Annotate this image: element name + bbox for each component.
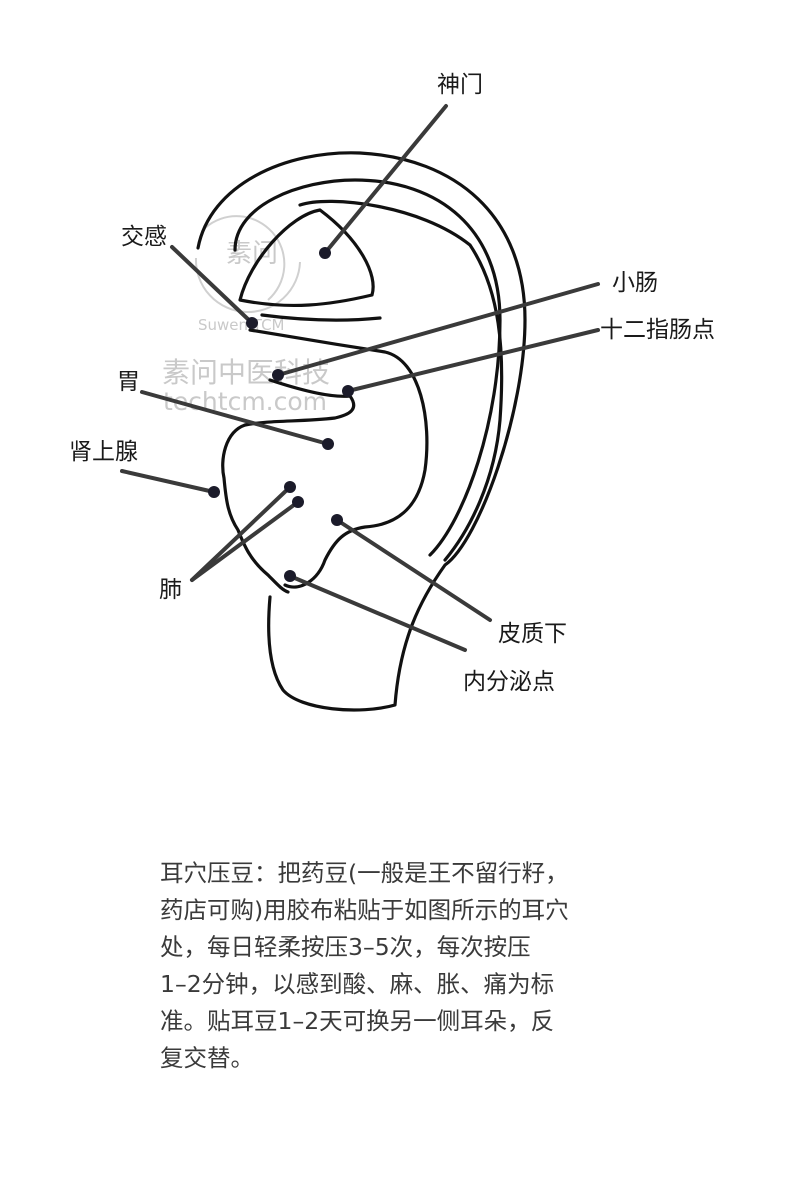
point-jiaogan bbox=[246, 317, 258, 329]
ear-helix-inner bbox=[233, 178, 502, 557]
watermark-seal-ring bbox=[204, 215, 286, 301]
leader-neifenmi bbox=[288, 574, 467, 652]
ear-acupoint-diagram: 素问 Suwen TCM 素问中医科技 techtcm.com bbox=[69, 72, 715, 712]
point-fei-lower bbox=[292, 496, 304, 508]
ear-lower-crus bbox=[260, 313, 382, 322]
acupoints bbox=[208, 247, 354, 582]
leader-wei bbox=[140, 390, 330, 446]
label-shenmen: 神门 bbox=[437, 72, 483, 98]
ear-triangular-fossa bbox=[238, 208, 375, 308]
label-jiaogan: 交感 bbox=[121, 224, 167, 250]
leader-shenmen bbox=[323, 104, 448, 255]
label-shenshangxian: 肾上腺 bbox=[69, 439, 138, 465]
leader-xiaochang bbox=[276, 282, 600, 377]
leader-jiaogan bbox=[170, 245, 254, 325]
leader-lines bbox=[120, 104, 600, 652]
label-wei: 胃 bbox=[117, 369, 140, 395]
leader-fei-lower bbox=[190, 500, 300, 582]
ear-tragus bbox=[221, 423, 290, 594]
leader-fei-upper bbox=[190, 485, 292, 582]
watermark-seal-ring-lower bbox=[194, 257, 301, 313]
point-fei-upper bbox=[284, 481, 296, 493]
label-fei: 肺 bbox=[159, 577, 182, 603]
point-shenshangxian bbox=[208, 486, 220, 498]
point-pizhixia bbox=[331, 514, 343, 526]
ear-concha bbox=[248, 328, 429, 589]
point-shierzhichang bbox=[342, 385, 354, 397]
leader-shenshangxian bbox=[120, 469, 216, 494]
point-neifenmi bbox=[284, 570, 296, 582]
label-pizhixia: 皮质下 bbox=[498, 621, 567, 647]
ear-outline bbox=[196, 151, 527, 712]
label-xiaochang: 小肠 bbox=[612, 270, 658, 296]
watermark-brand-en: Suwen TCM bbox=[198, 316, 285, 334]
ear-antihelix bbox=[298, 199, 504, 562]
point-wei bbox=[322, 438, 334, 450]
leader-shierzhichang bbox=[346, 328, 600, 393]
watermark: 素问 Suwen TCM 素问中医科技 techtcm.com bbox=[162, 215, 330, 416]
label-neifenmi: 内分泌点 bbox=[463, 669, 555, 695]
watermark-domain: techtcm.com bbox=[163, 387, 327, 416]
ear-helix-crus bbox=[243, 378, 356, 427]
ear-helix-outer bbox=[196, 151, 527, 712]
watermark-brand-cn: 素问中医科技 bbox=[162, 356, 330, 389]
point-labels: 神门 交感 小肠 十二指肠点 胃 肾上腺 肺 皮质下 内分泌点 bbox=[69, 72, 715, 695]
point-shenmen bbox=[319, 247, 331, 259]
label-shierzhichang: 十二指肠点 bbox=[600, 317, 715, 343]
instruction-caption: 耳穴压豆：把药豆(一般是王不留行籽， 药店可购)用胶布粘贴于如图所示的耳穴 处，… bbox=[160, 859, 569, 1072]
point-xiaochang bbox=[272, 369, 284, 381]
leader-pizhixia bbox=[335, 518, 492, 622]
